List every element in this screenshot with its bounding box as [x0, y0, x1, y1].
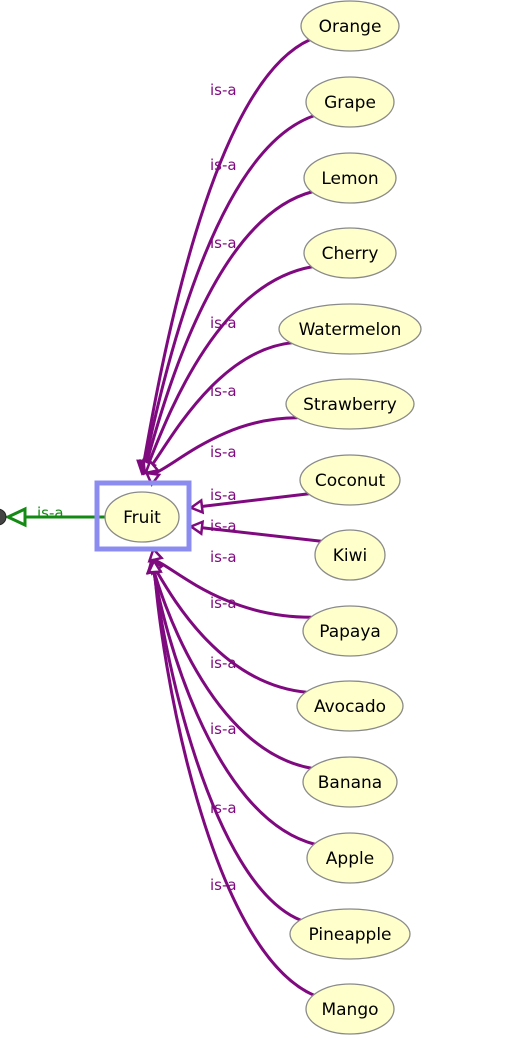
node-ellipse-strawberry[interactable]: [285, 378, 415, 430]
node-ellipse-mango[interactable]: [305, 983, 395, 1035]
node-pineapple[interactable]: Pineapple: [289, 908, 411, 960]
node-label-strawberry: Strawberry: [303, 395, 397, 415]
root-node-ellipse[interactable]: [104, 491, 180, 543]
node-papaya[interactable]: Papaya: [302, 605, 398, 657]
node-coconut[interactable]: Coconut: [299, 454, 401, 506]
node-label-pineapple: Pineapple: [308, 925, 391, 945]
node-cherry[interactable]: Cherry: [303, 227, 397, 279]
node-ellipse-avocado[interactable]: [296, 680, 404, 732]
edge-mango[interactable]: is-a: [146, 558, 315, 997]
node-lemon[interactable]: Lemon: [303, 152, 397, 204]
node-label-banana: Banana: [318, 773, 382, 793]
node-strawberry[interactable]: Strawberry: [285, 378, 415, 430]
edge-label-lemon: is-a: [210, 234, 237, 252]
edge-arrowhead-kiwi: [188, 519, 205, 536]
edge-label-grape: is-a: [210, 156, 237, 174]
node-ellipse-watermelon[interactable]: [278, 303, 422, 355]
node-ellipse-coconut[interactable]: [299, 454, 401, 506]
node-label-avocado: Avocado: [314, 697, 386, 717]
edge-arrowhead-watermelon: [143, 458, 161, 475]
edge-line-kiwi[interactable]: [190, 525, 322, 543]
parent-arrowhead: [4, 506, 27, 528]
edge-kiwi[interactable]: is-a: [188, 517, 322, 543]
edge-label-kiwi: is-a: [210, 517, 237, 535]
node-label-orange: Orange: [319, 17, 382, 37]
edge-label-avocado: is-a: [210, 594, 237, 612]
edge-label-cherry: is-a: [210, 314, 237, 332]
edge-line-grape[interactable]: [141, 114, 315, 474]
node-label-papaya: Papaya: [319, 622, 381, 642]
node-kiwi[interactable]: Kiwi: [314, 529, 386, 581]
edge-line-coconut[interactable]: [190, 492, 310, 510]
parent-edge-label: is-a: [37, 504, 64, 522]
node-label-lemon: Lemon: [321, 169, 378, 189]
node-ellipse-lemon[interactable]: [303, 152, 397, 204]
node-ellipse-papaya[interactable]: [302, 605, 398, 657]
node-label-watermelon: Watermelon: [299, 320, 402, 340]
node-label-kiwi: Kiwi: [333, 546, 368, 566]
node-banana[interactable]: Banana: [302, 756, 398, 808]
node-mango[interactable]: Mango: [305, 983, 395, 1035]
node-label-cherry: Cherry: [322, 244, 379, 264]
edge-line-cherry[interactable]: [143, 265, 313, 474]
node-apple[interactable]: Apple: [306, 832, 394, 884]
node-label-apple: Apple: [326, 849, 374, 869]
edge-label-watermelon: is-a: [210, 382, 237, 400]
edge-label-coconut: is-a: [210, 486, 237, 504]
edge-label-strawberry: is-a: [210, 443, 237, 461]
parent-edge[interactable]: is-a: [0, 504, 106, 528]
node-label-mango: Mango: [321, 1000, 378, 1020]
edge-layer: is-a is-a is-a is-a is-a is-a is-a is-a is-a is-a…: [136, 38, 322, 997]
node-label-coconut: Coconut: [315, 471, 386, 491]
edge-watermelon[interactable]: is-a: [143, 341, 292, 475]
edge-coconut[interactable]: is-a: [188, 486, 310, 515]
node-ellipse-kiwi[interactable]: [314, 529, 386, 581]
edge-label-apple: is-a: [210, 720, 237, 738]
node-grape[interactable]: Grape: [305, 76, 395, 128]
edge-label-pineapple: is-a: [210, 799, 237, 817]
edge-arrowhead-strawberry: [144, 471, 162, 487]
node-watermelon[interactable]: Watermelon: [278, 303, 422, 355]
node-avocado[interactable]: Avocado: [296, 680, 404, 732]
node-ellipse-pineapple[interactable]: [289, 908, 411, 960]
edge-label-orange: is-a: [210, 81, 237, 99]
node-ellipse-orange[interactable]: [300, 0, 400, 52]
edge-arrowhead-papaya: [147, 546, 164, 563]
edge-arrowhead-coconut: [188, 498, 205, 515]
edge-strawberry[interactable]: is-a: [144, 416, 298, 487]
edge-label-banana: is-a: [210, 654, 237, 672]
edge-label-mango: is-a: [210, 876, 237, 894]
edge-arrowhead-mango: [146, 558, 163, 574]
node-orange[interactable]: Orange: [300, 0, 400, 52]
node-ellipse-apple[interactable]: [306, 832, 394, 884]
node-ellipse-grape[interactable]: [305, 76, 395, 128]
node-ellipse-banana[interactable]: [302, 756, 398, 808]
root-node-label: Fruit: [123, 508, 161, 528]
expand-handle-icon[interactable]: [0, 508, 7, 526]
edge-line-lemon[interactable]: [142, 190, 313, 474]
node-layer: OrangeGrapeLemonCherryWatermelonStrawber…: [278, 0, 422, 1035]
edge-label-papaya: is-a: [210, 548, 237, 566]
selection-box: [94, 480, 192, 552]
edge-line-orange[interactable]: [140, 38, 311, 474]
node-label-grape: Grape: [324, 93, 376, 113]
root-node[interactable]: Fruit: [94, 480, 192, 552]
edge-line-mango[interactable]: [152, 560, 315, 997]
node-ellipse-cherry[interactable]: [303, 227, 397, 279]
